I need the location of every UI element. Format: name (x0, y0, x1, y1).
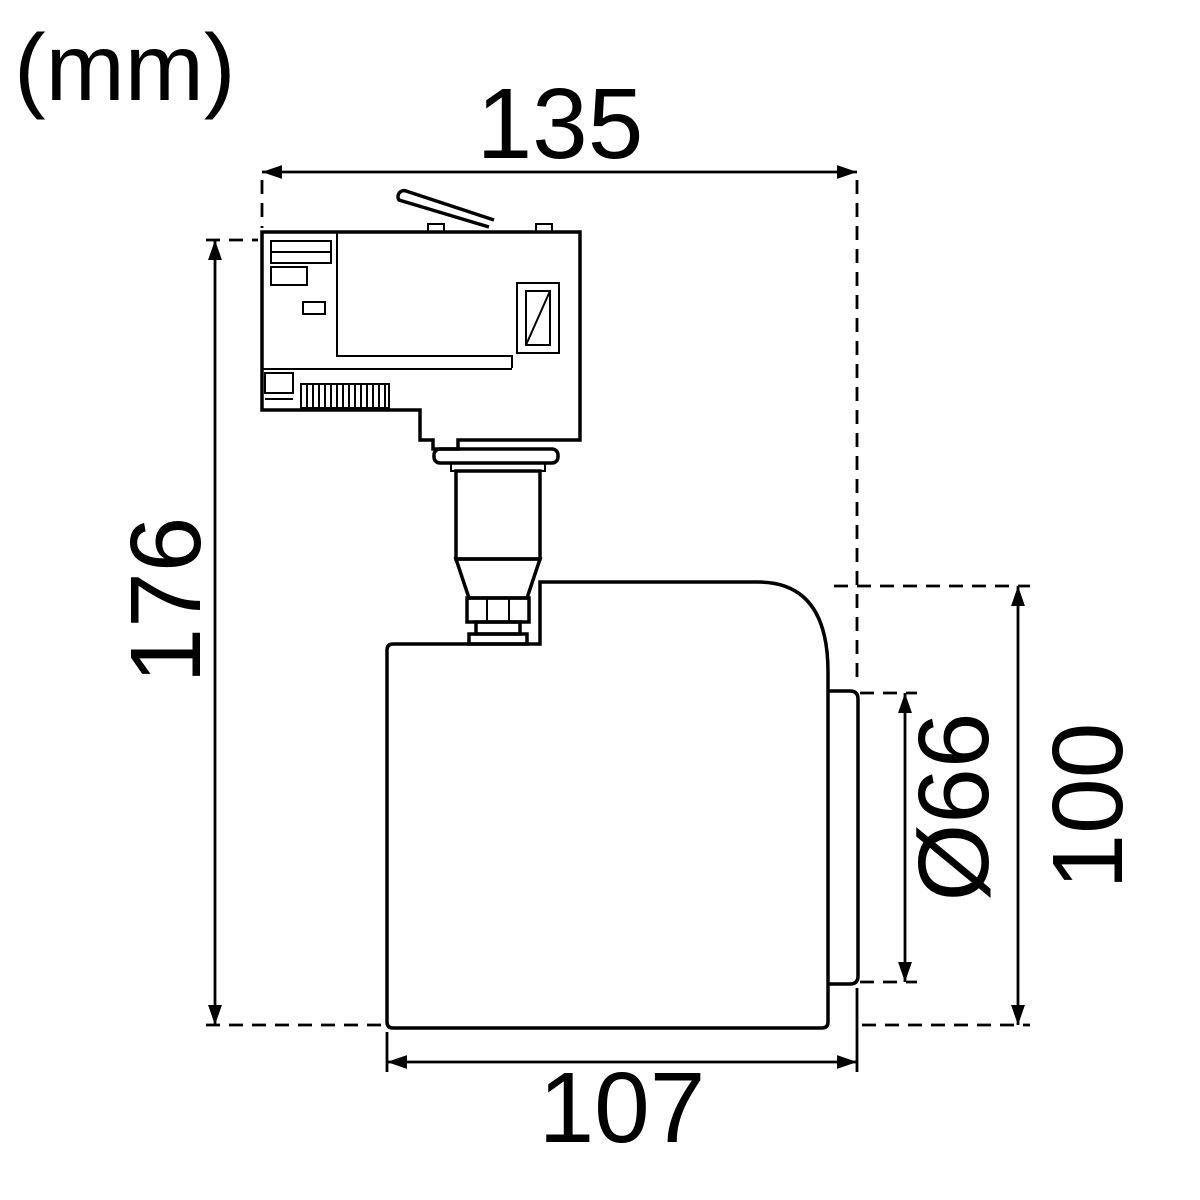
track-spotlight-drawing (260, 188, 860, 1030)
knurled-wheel (300, 383, 390, 409)
dimension-label-176: 176 (110, 517, 222, 684)
dimension-label-66: Ø66 (898, 712, 1010, 901)
head-outline (385, 580, 830, 1030)
stem-cylinder (454, 469, 542, 561)
slot-outer (516, 282, 560, 354)
dimension-lens-diameter: Ø66 (860, 691, 1010, 984)
stem-neck (474, 620, 522, 636)
slot-inner (525, 290, 551, 346)
release-lever (396, 188, 495, 229)
slot-diagonal (525, 290, 551, 346)
top-tab (535, 223, 553, 233)
dimension-head-height: 100 (834, 584, 1144, 1027)
dimension-label-135: 135 (477, 68, 644, 180)
lens-bezel (828, 689, 860, 986)
interior-divider (336, 232, 513, 368)
stem-fork (465, 596, 531, 624)
dimension-label-100: 100 (1032, 723, 1144, 890)
knurl-body (300, 383, 390, 409)
dimension-head-depth: 107 (385, 988, 859, 1164)
adapter-outline (260, 230, 582, 451)
lamp-head (385, 580, 860, 1030)
track-adapter (260, 188, 582, 451)
contact-block (302, 301, 326, 315)
stem (432, 447, 560, 646)
dimension-label-107: 107 (539, 1052, 706, 1164)
end-cap-detail (264, 372, 294, 394)
dimension-overall-depth: 135 (260, 68, 859, 686)
contact-block (270, 266, 308, 286)
top-tab (427, 223, 445, 233)
stem-cone (453, 557, 543, 600)
dimension-overall-height: 176 (110, 238, 383, 1027)
stem-flange (432, 447, 560, 465)
units-label: (mm) (14, 15, 236, 121)
